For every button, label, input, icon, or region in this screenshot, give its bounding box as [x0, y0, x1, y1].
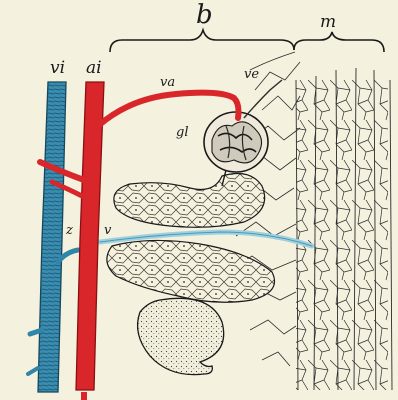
label-v: v: [104, 224, 111, 237]
vein-stub-low: [28, 368, 38, 374]
label-z: z: [66, 224, 73, 237]
proximal-tubule-upper: [114, 174, 265, 228]
medullary-tubules: [296, 68, 392, 390]
label-b: b: [196, 2, 213, 28]
efferent-arteriole-ve: [244, 80, 282, 118]
vein-trunk-vi: [38, 82, 66, 392]
brace-cortex: [110, 30, 294, 52]
brace-medulla: [294, 32, 384, 52]
label-ve: ve: [244, 68, 259, 81]
label-m: m: [320, 14, 336, 31]
label-gl: gl: [176, 126, 188, 139]
label-va: va: [160, 76, 175, 89]
label-vi: vi: [50, 60, 65, 77]
label-ai: ai: [86, 60, 102, 77]
proximal-tubule-lower: [107, 240, 275, 302]
glomerulus: [204, 112, 268, 172]
loop-segment: [138, 298, 224, 374]
